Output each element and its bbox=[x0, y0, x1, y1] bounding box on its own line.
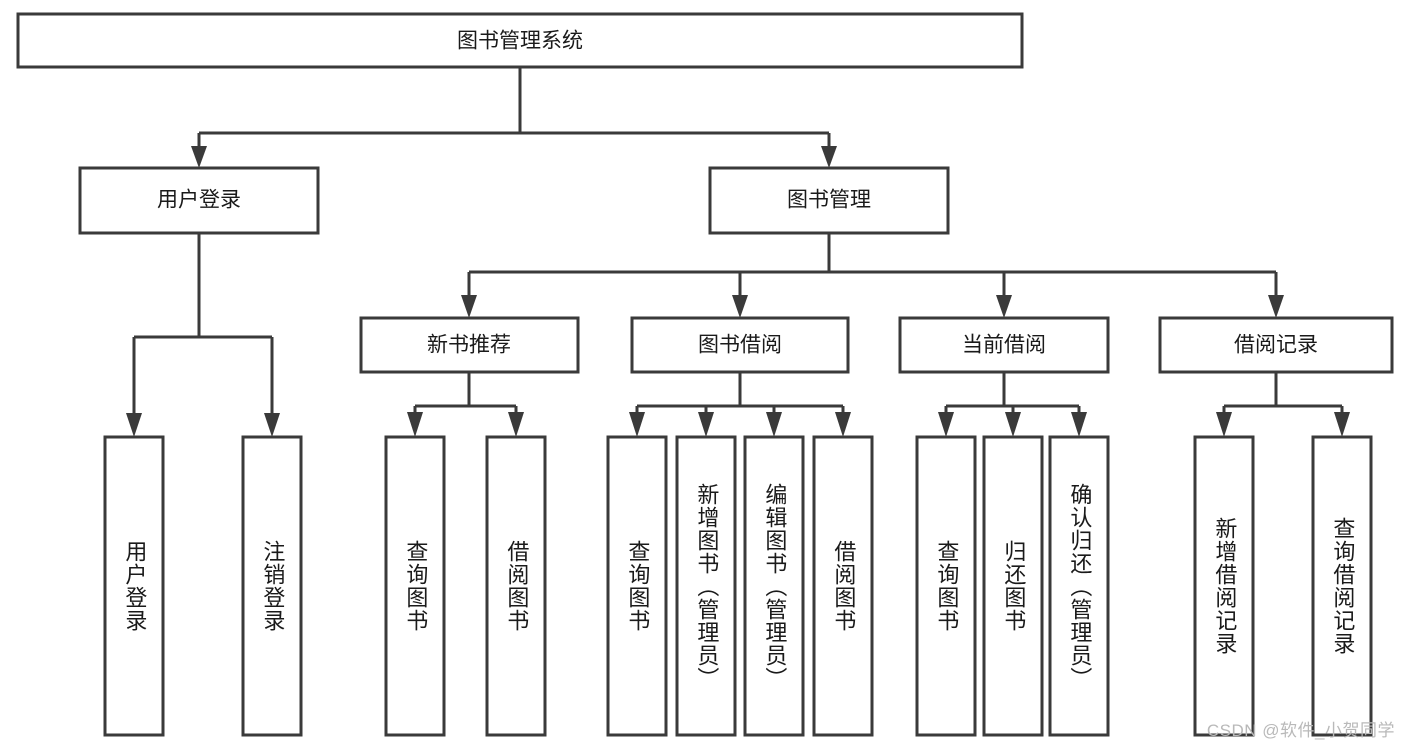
arrow-head-leaf-borrow-book-1 bbox=[508, 412, 524, 437]
arrow-head-leaf-edit-book bbox=[766, 412, 782, 437]
arrow-head-leaf-borrow-book-2 bbox=[835, 412, 851, 437]
node-leaf-add-record-box[interactable] bbox=[1193, 435, 1255, 737]
connector-group-user-login bbox=[126, 233, 280, 437]
connector-group-book-borrow bbox=[629, 372, 851, 437]
node-book-borrow[interactable]: 图书借阅 bbox=[630, 316, 850, 374]
node-user-login[interactable]: 用户登录 bbox=[78, 166, 320, 235]
arrow-head-leaf-query-book-3 bbox=[938, 412, 954, 437]
node-leaf-query-record-box[interactable] bbox=[1311, 435, 1373, 737]
node-borrow-record[interactable]: 借阅记录 bbox=[1158, 316, 1394, 374]
csdn-watermark: CSDN @软件_小贺同学 bbox=[1206, 721, 1395, 740]
node-leaf-return-book-box[interactable] bbox=[982, 435, 1044, 737]
connector-group-root bbox=[191, 67, 837, 168]
node-leaf-add-book-box[interactable] bbox=[675, 435, 737, 737]
node-leaf-user-login-box[interactable] bbox=[103, 435, 165, 737]
node-current-borrow[interactable]: 当前借阅 bbox=[898, 316, 1110, 374]
arrow-head-leaf-confirm-return bbox=[1071, 412, 1087, 437]
node-root[interactable]: 图书管理系统 bbox=[16, 12, 1024, 69]
node-leaf-query-book-3-box[interactable] bbox=[915, 435, 977, 737]
node-book-borrow-box[interactable] bbox=[630, 316, 850, 374]
arrow-head-user-login bbox=[191, 146, 207, 168]
arrow-head-borrow-record bbox=[1268, 295, 1284, 318]
node-borrow-record-label: 借阅记录 bbox=[1234, 334, 1318, 357]
node-root-label: 图书管理系统 bbox=[457, 30, 583, 53]
node-current-borrow-box[interactable] bbox=[898, 316, 1110, 374]
arrow-head-leaf-return-book bbox=[1005, 412, 1021, 437]
arrow-head-book-manage bbox=[821, 146, 837, 168]
arrow-head-leaf-query-record bbox=[1334, 412, 1350, 437]
node-leaf-confirm-return-box[interactable] bbox=[1048, 435, 1110, 737]
arrow-head-new-book-recommend bbox=[461, 295, 477, 318]
node-new-book-recommend-label: 新书推荐 bbox=[427, 334, 511, 357]
arrow-head-leaf-user-logout bbox=[264, 413, 280, 437]
node-leaf-query-book-1-box[interactable] bbox=[384, 435, 446, 737]
node-user-login-box[interactable] bbox=[78, 166, 320, 235]
node-leaf-edit-book-box[interactable] bbox=[743, 435, 805, 737]
connector-group-current-borrow bbox=[938, 372, 1087, 437]
node-new-book-recommend[interactable]: 新书推荐 bbox=[359, 316, 580, 374]
node-leaf-borrow-book-1-box[interactable] bbox=[485, 435, 547, 737]
arrow-head-leaf-add-record bbox=[1216, 412, 1232, 437]
node-leaf-borrow-book-2-box[interactable] bbox=[812, 435, 874, 737]
node-new-book-recommend-box[interactable] bbox=[359, 316, 580, 374]
node-current-borrow-label: 当前借阅 bbox=[962, 334, 1046, 357]
connector-group-book-manage bbox=[461, 233, 1284, 318]
arrow-head-current-borrow bbox=[996, 295, 1012, 318]
arrow-head-leaf-add-book bbox=[698, 412, 714, 437]
node-user-login-label: 用户登录 bbox=[157, 189, 241, 212]
node-book-manage[interactable]: 图书管理 bbox=[708, 166, 950, 235]
node-book-borrow-label: 图书借阅 bbox=[698, 334, 782, 357]
arrow-head-book-borrow bbox=[732, 295, 748, 318]
arrow-head-leaf-query-book-1 bbox=[407, 412, 423, 437]
node-borrow-record-box[interactable] bbox=[1158, 316, 1394, 374]
arrow-head-leaf-query-book-2 bbox=[629, 412, 645, 437]
connector-group-borrow-record bbox=[1216, 372, 1350, 437]
connector-group-new-book-recommend bbox=[407, 372, 524, 437]
node-leaf-user-logout-box[interactable] bbox=[241, 435, 303, 737]
node-leaf-query-book-2-box[interactable] bbox=[606, 435, 668, 737]
node-book-manage-box[interactable] bbox=[708, 166, 950, 235]
arrow-head-leaf-user-login bbox=[126, 413, 142, 437]
node-root-box[interactable] bbox=[16, 12, 1024, 69]
node-book-manage-label: 图书管理 bbox=[787, 189, 871, 212]
